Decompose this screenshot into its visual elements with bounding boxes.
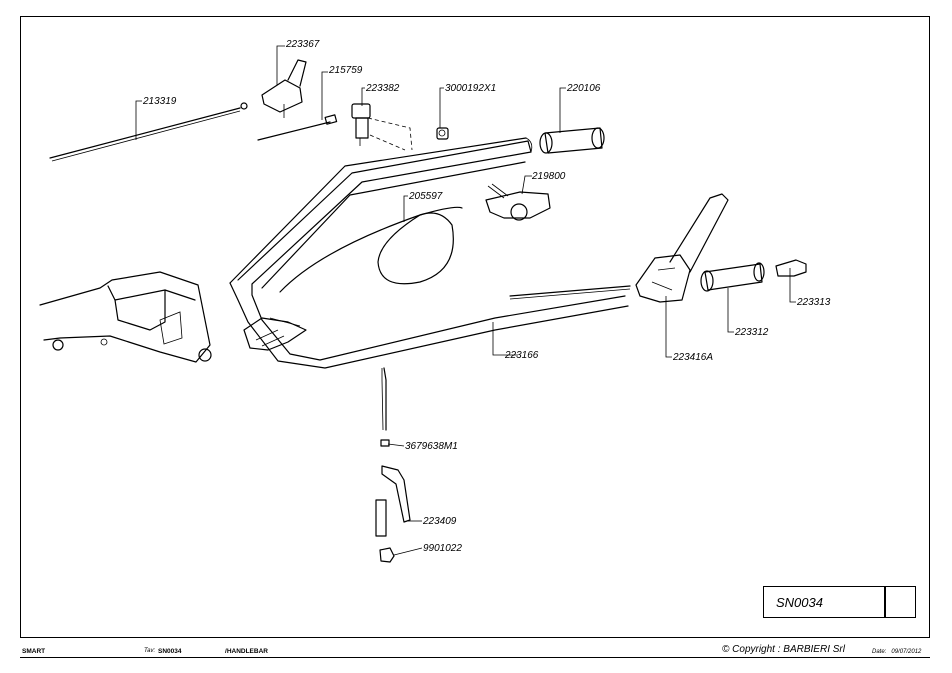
throttle-cable-drawing xyxy=(49,102,248,162)
footer-copyright: © Copyright : BARBIERI Srl xyxy=(722,644,845,655)
footer-model: SMART xyxy=(22,648,46,655)
control-219800-drawing xyxy=(485,183,551,221)
cable-3679638m1-drawing xyxy=(380,367,390,447)
footer-section: /HANDLEBAR xyxy=(225,648,268,655)
slash-mark: / xyxy=(225,648,227,655)
part-label-3000192x1: 3000192X1 xyxy=(445,83,496,94)
footer-rule xyxy=(20,657,930,658)
part-label-223313: 223313 xyxy=(796,297,831,308)
footer-date-label: Date: xyxy=(872,649,887,655)
switch-223382-drawing xyxy=(351,103,413,151)
footer-copyright-text: Copyright : BARBIERI Srl xyxy=(732,644,845,655)
drawing-frame xyxy=(20,16,930,638)
part-label-223416a: 223416A xyxy=(672,352,713,363)
leader-lines xyxy=(135,45,796,556)
copyright-icon: © xyxy=(722,644,730,655)
footer-bar: SMART Tav: SN0034 /HANDLEBAR © Copyright… xyxy=(20,643,930,663)
cable-215759-drawing xyxy=(257,114,338,141)
drawing-code: SN0034 xyxy=(776,595,823,610)
part-label-223409: 223409 xyxy=(422,516,457,527)
part-label-223367: 223367 xyxy=(285,39,320,50)
plug-223313-drawing xyxy=(775,259,807,277)
part-labels: 223367 215759 213319 223382 3000192X1 22… xyxy=(142,39,831,554)
part-label-223166: 223166 xyxy=(504,350,539,361)
clip-9901022-drawing xyxy=(379,547,395,563)
footer-section-text: HANDLEBAR xyxy=(226,648,268,655)
footer-tav-label: Tav: xyxy=(144,648,156,654)
part-label-9901022: 9901022 xyxy=(423,543,462,554)
grip-220106-drawing xyxy=(539,127,605,154)
footer-date: Date: 09/07/2012 xyxy=(872,649,921,655)
handlebar-frame-drawing xyxy=(229,137,631,369)
part-label-220106: 220106 xyxy=(566,83,601,94)
part-label-223312: 223312 xyxy=(734,327,769,338)
part-label-213319: 213319 xyxy=(142,96,177,107)
part-label-205597: 205597 xyxy=(408,191,443,202)
footer-tav-value: SN0034 xyxy=(158,648,182,655)
title-block-divider xyxy=(884,587,886,617)
control-223416a-drawing xyxy=(635,193,729,303)
cable-205597-drawing xyxy=(279,206,463,293)
lever-223367-drawing xyxy=(261,59,307,118)
part-label-219800: 219800 xyxy=(531,171,566,182)
nut-3000192x1-drawing xyxy=(436,127,449,140)
grip-223312-drawing xyxy=(700,262,765,292)
engine-housing-drawing xyxy=(39,271,212,363)
footer-date-value: 09/07/2012 xyxy=(891,649,922,655)
bracket-223409-drawing xyxy=(375,465,411,537)
part-label-3679638m1: 3679638M1 xyxy=(405,441,458,452)
part-label-223382: 223382 xyxy=(365,83,400,94)
title-block: SN0034 xyxy=(763,586,916,618)
part-label-215759: 215759 xyxy=(328,65,363,76)
